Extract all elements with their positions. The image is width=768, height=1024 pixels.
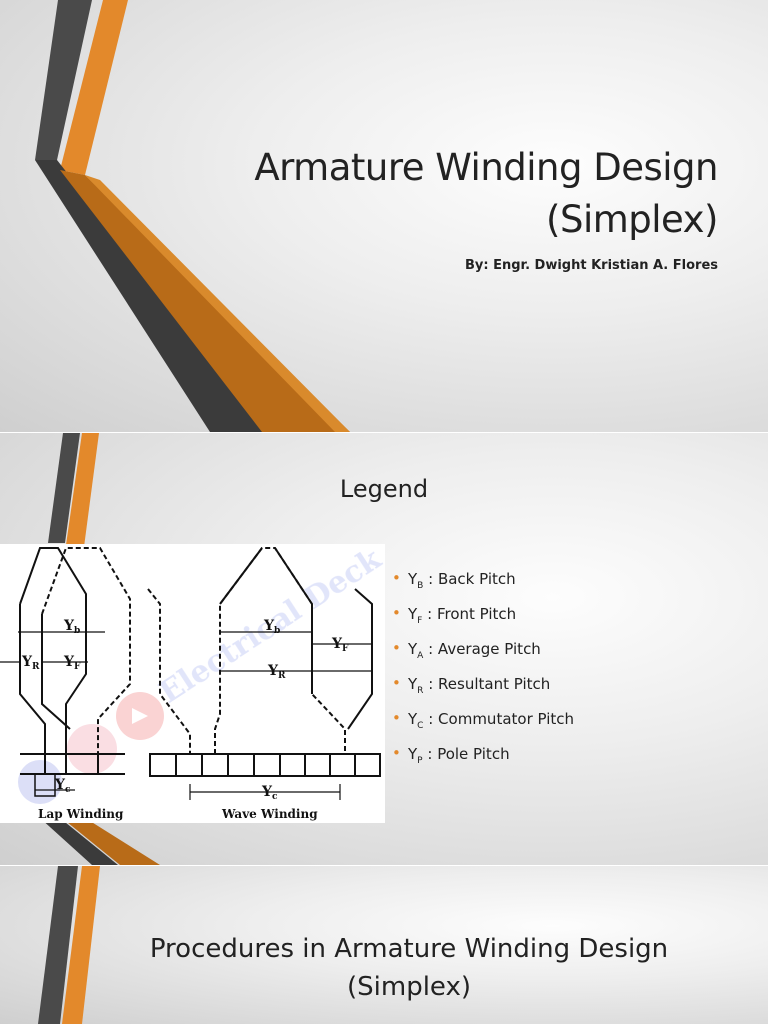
wave-commutator	[149, 753, 381, 777]
lap-caption: Lap Winding	[38, 807, 124, 821]
slide-title-line-2: (Simplex)	[546, 198, 718, 241]
orange-stripe	[62, 866, 100, 1024]
bullet-icon: •	[392, 744, 401, 762]
orange-stripe-lower	[62, 818, 160, 865]
legend-item: •YR : Resultant Pitch	[392, 674, 551, 696]
procedures-slide: Procedures in Armature Winding Design (S…	[0, 866, 768, 1024]
legend-item: •YP : Pole Pitch	[392, 744, 510, 766]
watermark-icon-3	[116, 692, 164, 740]
slide-title-line-1: Armature Winding Design	[254, 146, 718, 189]
wave-yf-label: YF	[331, 636, 349, 654]
lap-labels: Yb YF YR Yc Lap Winding	[21, 618, 124, 821]
orange-highlight	[85, 175, 350, 432]
slide-title-line-2: (Simplex)	[347, 972, 471, 1002]
wave-coil-right	[347, 588, 373, 730]
dark-stripe-upper	[48, 433, 80, 543]
orange-stripe-upper	[60, 0, 128, 175]
play-icon	[132, 708, 148, 724]
lap-yr-label: YR	[21, 654, 40, 672]
lap-yb-label: Yb	[63, 618, 80, 636]
wave-winding	[147, 547, 381, 800]
dark-stripe	[38, 866, 78, 1024]
wave-coil-dashed	[214, 547, 346, 754]
lap-coil-2-left	[41, 614, 71, 730]
slide-title: Procedures in Armature Winding Design (S…	[0, 930, 768, 1006]
legend-item: •YA : Average Pitch	[392, 639, 541, 661]
bullet-icon: •	[392, 674, 401, 692]
bullet-icon: •	[392, 709, 401, 727]
wave-labels: Yb YF YR Yc Wave Winding	[221, 618, 349, 821]
title-slide: Armature Winding Design (Simplex) By: En…	[0, 0, 768, 432]
wave-yb-label: Yb	[263, 618, 280, 636]
legend-item: •YC : Commutator Pitch	[392, 709, 575, 731]
legend-item: •YF : Front Pitch	[392, 604, 517, 626]
lap-coil-1-left	[19, 604, 46, 754]
lap-yc-label: Yc	[54, 777, 71, 795]
wave-caption: Wave Winding	[221, 807, 318, 821]
slide-title-line-1: Procedures in Armature Winding Design	[149, 934, 669, 964]
legend-item: •YB : Back Pitch	[392, 569, 516, 591]
wave-yc-label: Yc	[261, 784, 278, 802]
wave-coil-solid	[219, 547, 263, 605]
decorative-stripes	[38, 866, 100, 1024]
decorative-stripes	[35, 0, 350, 432]
decorative-stripes	[40, 433, 160, 865]
lap-coil-2-dashed	[41, 547, 131, 754]
legend-list: •YB : Back Pitch •YF : Front Pitch •YA :…	[392, 569, 574, 779]
legend-slide: Legend Electrical Deck	[0, 433, 768, 865]
bullet-icon: •	[392, 569, 401, 587]
watermark-icon-2	[67, 724, 117, 774]
wave-yr-label: YR	[267, 663, 286, 681]
orange-stripe-upper	[66, 433, 99, 547]
slide-title: Legend	[339, 475, 429, 503]
wave-coil-left	[147, 588, 191, 754]
winding-diagram-svg: Electrical Deck Yb YF	[0, 541, 388, 821]
wave-coil-solid-2	[274, 547, 313, 605]
bullet-icon: •	[392, 604, 401, 622]
bullet-icon: •	[392, 639, 401, 657]
lap-yf-label: YF	[63, 654, 81, 672]
lap-coil-1	[19, 547, 87, 754]
dark-stripe-lower	[40, 818, 118, 865]
author-subtitle: By: Engr. Dwight Kristian A. Flores	[464, 258, 718, 273]
watermark-icon-1	[18, 760, 62, 804]
lap-winding	[0, 547, 131, 797]
dark-stripe-upper	[35, 0, 92, 160]
winding-diagram: Electrical Deck Yb YF	[0, 541, 388, 823]
slide-title: Armature Winding Design (Simplex)	[158, 142, 718, 246]
